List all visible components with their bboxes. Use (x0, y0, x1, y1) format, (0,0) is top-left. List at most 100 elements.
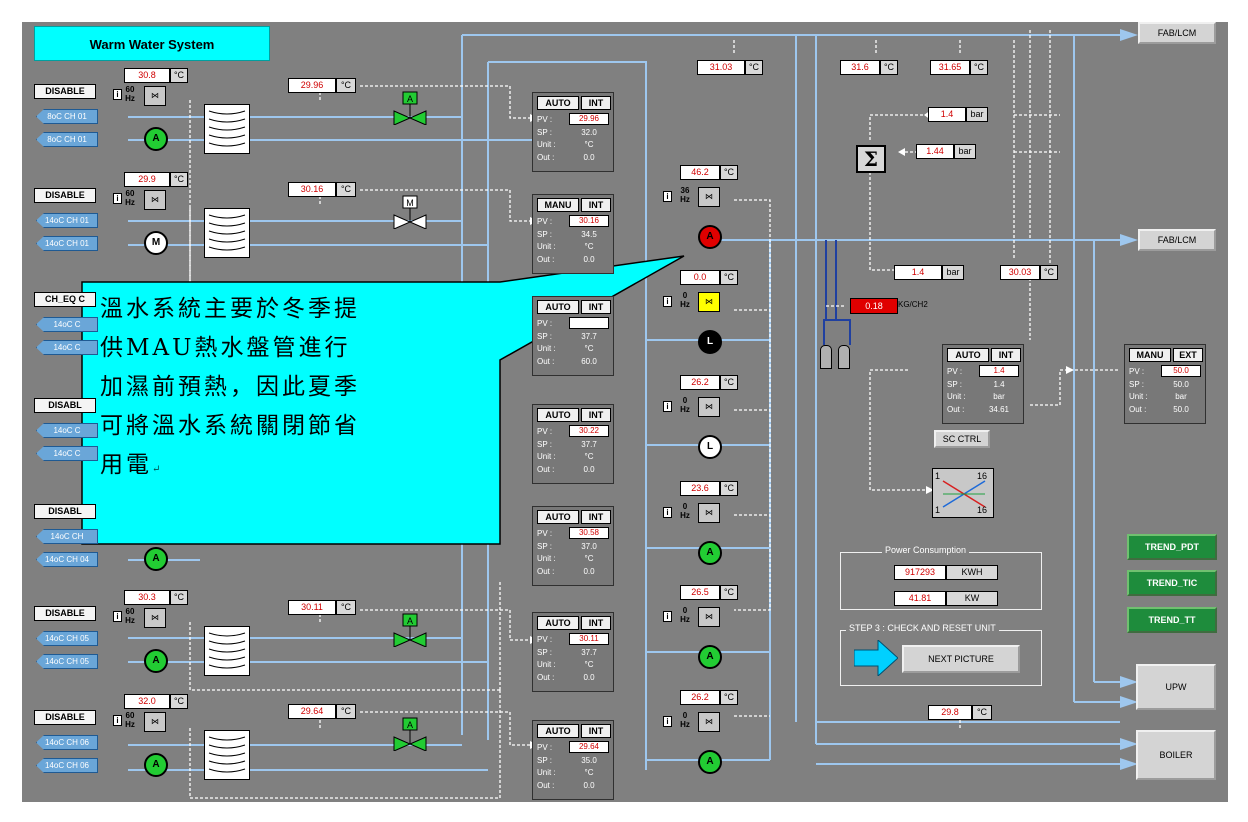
main-pump-icon[interactable]: A (698, 541, 722, 565)
chiller-supply-label[interactable]: 14oC C (36, 423, 98, 438)
chiller-disable-button[interactable]: DISABLE (34, 188, 96, 203)
vfd-icon[interactable]: ⋈ (698, 712, 720, 732)
upw-button[interactable]: UPW (1136, 664, 1216, 710)
main-pump-icon[interactable]: A (698, 645, 722, 669)
chiller-return-label[interactable]: 14oC CH 04 (36, 552, 98, 567)
pressure-1-value: 1.4 (928, 107, 966, 122)
chiller-return-label[interactable]: 14oC CH 06 (36, 758, 98, 773)
chiller-return-label[interactable]: 14oC C (36, 340, 98, 355)
control-valve-icon[interactable]: M (392, 195, 428, 230)
chiller-pump-icon[interactable]: M (144, 231, 168, 255)
split-range-chart[interactable]: 1 16 1 16 (932, 468, 994, 518)
info-icon[interactable]: i (663, 191, 672, 202)
controller-mode[interactable]: AUTO (537, 724, 579, 738)
chiller-supply-label[interactable]: 14oC C (36, 317, 98, 332)
vfd-icon[interactable]: ⋈ (698, 187, 720, 207)
control-valve-icon[interactable]: A (392, 717, 428, 752)
chiller-disable-button[interactable]: CH_EQ C (34, 292, 96, 307)
trend-tic-button[interactable]: TREND_TIC (1127, 570, 1217, 596)
info-icon[interactable]: i (663, 611, 672, 622)
chiller-return-label[interactable]: 14oC CH 05 (36, 654, 98, 669)
trend-tt-button[interactable]: TREND_TT (1127, 607, 1217, 633)
controller-mode[interactable]: AUTO (537, 616, 579, 630)
chiller-disable-button[interactable]: DISABL (34, 398, 96, 413)
chiller-return-label[interactable]: 14oC CH 01 (36, 236, 98, 251)
vfd-icon[interactable]: ⋈ (144, 86, 166, 106)
vfd-icon[interactable]: ⋈ (698, 503, 720, 523)
controller-source[interactable]: INT (581, 408, 611, 422)
controller-source[interactable]: EXT (1173, 348, 1203, 362)
chiller-supply-label[interactable]: 14oC CH 06 (36, 735, 98, 750)
chiller-pump-icon[interactable]: A (144, 127, 168, 151)
chiller-supply-label[interactable]: 14oC CH (36, 529, 98, 544)
info-icon[interactable]: i (663, 401, 672, 412)
controller-mode[interactable]: AUTO (537, 96, 579, 110)
vfd-icon[interactable]: ⋈ (698, 607, 720, 627)
controller-sp-label: SP : (537, 332, 552, 341)
info-icon[interactable]: i (663, 507, 672, 518)
controller-source[interactable]: INT (581, 616, 611, 630)
chiller-supply-label[interactable]: 14oC CH 01 (36, 213, 98, 228)
info-icon[interactable]: i (663, 296, 672, 307)
fab-lcm-top-button[interactable]: FAB/LCM (1138, 22, 1216, 44)
vfd-icon[interactable]: ⋈ (698, 397, 720, 417)
controller-mode[interactable]: AUTO (537, 300, 579, 314)
chiller-disable-button[interactable]: DISABLE (34, 84, 96, 99)
main-pump-icon[interactable]: A (698, 750, 722, 774)
controller-out-value: 60.0 (581, 357, 597, 366)
controller-mode[interactable]: AUTO (537, 408, 579, 422)
next-picture-button[interactable]: NEXT PICTURE (902, 645, 1020, 673)
vfd-icon[interactable]: ⋈ (144, 190, 166, 210)
vfd-icon[interactable]: ⋈ (144, 712, 166, 732)
controller-source[interactable]: INT (991, 348, 1021, 362)
controller-mode[interactable]: AUTO (947, 348, 989, 362)
fab-lcm-mid-button[interactable]: FAB/LCM (1138, 229, 1216, 251)
chiller-disable-button[interactable]: DISABLE (34, 606, 96, 621)
controller-source[interactable]: INT (581, 510, 611, 524)
main-pump-icon[interactable]: A (698, 225, 722, 249)
controller-mode[interactable]: AUTO (537, 510, 579, 524)
chiller-pump-icon[interactable]: A (144, 547, 168, 571)
trend-pdt-button[interactable]: TREND_PDT (1127, 534, 1217, 560)
controller-pv-label: PV : (537, 529, 553, 538)
chiller-supply-label[interactable]: 8oC CH 01 (36, 109, 98, 124)
info-icon[interactable]: i (113, 193, 122, 204)
info-icon[interactable]: i (663, 716, 672, 727)
chiller-supply-label[interactable]: 14oC CH 05 (36, 631, 98, 646)
controller-source[interactable]: INT (581, 300, 611, 314)
info-icon[interactable]: i (113, 611, 122, 622)
controller-mode[interactable]: MANU (1129, 348, 1171, 362)
main-pump-icon[interactable]: L (698, 330, 722, 354)
main-pump-icon[interactable]: L (698, 435, 722, 459)
chiller-return-label[interactable]: 8oC CH 01 (36, 132, 98, 147)
control-valve-icon[interactable]: A (392, 91, 428, 126)
vfd-icon[interactable]: ⋈ (144, 608, 166, 628)
controller-unit-value: °C (584, 140, 594, 149)
chiller-disable-button[interactable]: DISABLE (34, 710, 96, 725)
vfd-icon[interactable]: ⋈ (698, 292, 720, 312)
controller-mode[interactable]: MANU (537, 198, 579, 212)
controller-source[interactable]: INT (581, 724, 611, 738)
controller-source[interactable]: INT (581, 198, 611, 212)
boiler-button[interactable]: BOILER (1136, 730, 1216, 780)
info-icon[interactable]: i (113, 89, 122, 100)
hx-temp-value: 29.64 (288, 704, 336, 719)
chiller-return-label[interactable]: 14oC C (36, 446, 98, 461)
chiller-pump-icon[interactable]: A (144, 753, 168, 777)
controller-source[interactable]: INT (581, 96, 611, 110)
chiller-disable-button[interactable]: DISABL (34, 504, 96, 519)
sc-ctrl-button[interactable]: SC CTRL (934, 430, 990, 448)
info-icon[interactable]: i (113, 715, 122, 726)
pressure-out-value: 1.4 (894, 265, 942, 280)
control-valve-icon[interactable]: A (392, 613, 428, 648)
chiller-pump-icon[interactable]: A (144, 649, 168, 673)
